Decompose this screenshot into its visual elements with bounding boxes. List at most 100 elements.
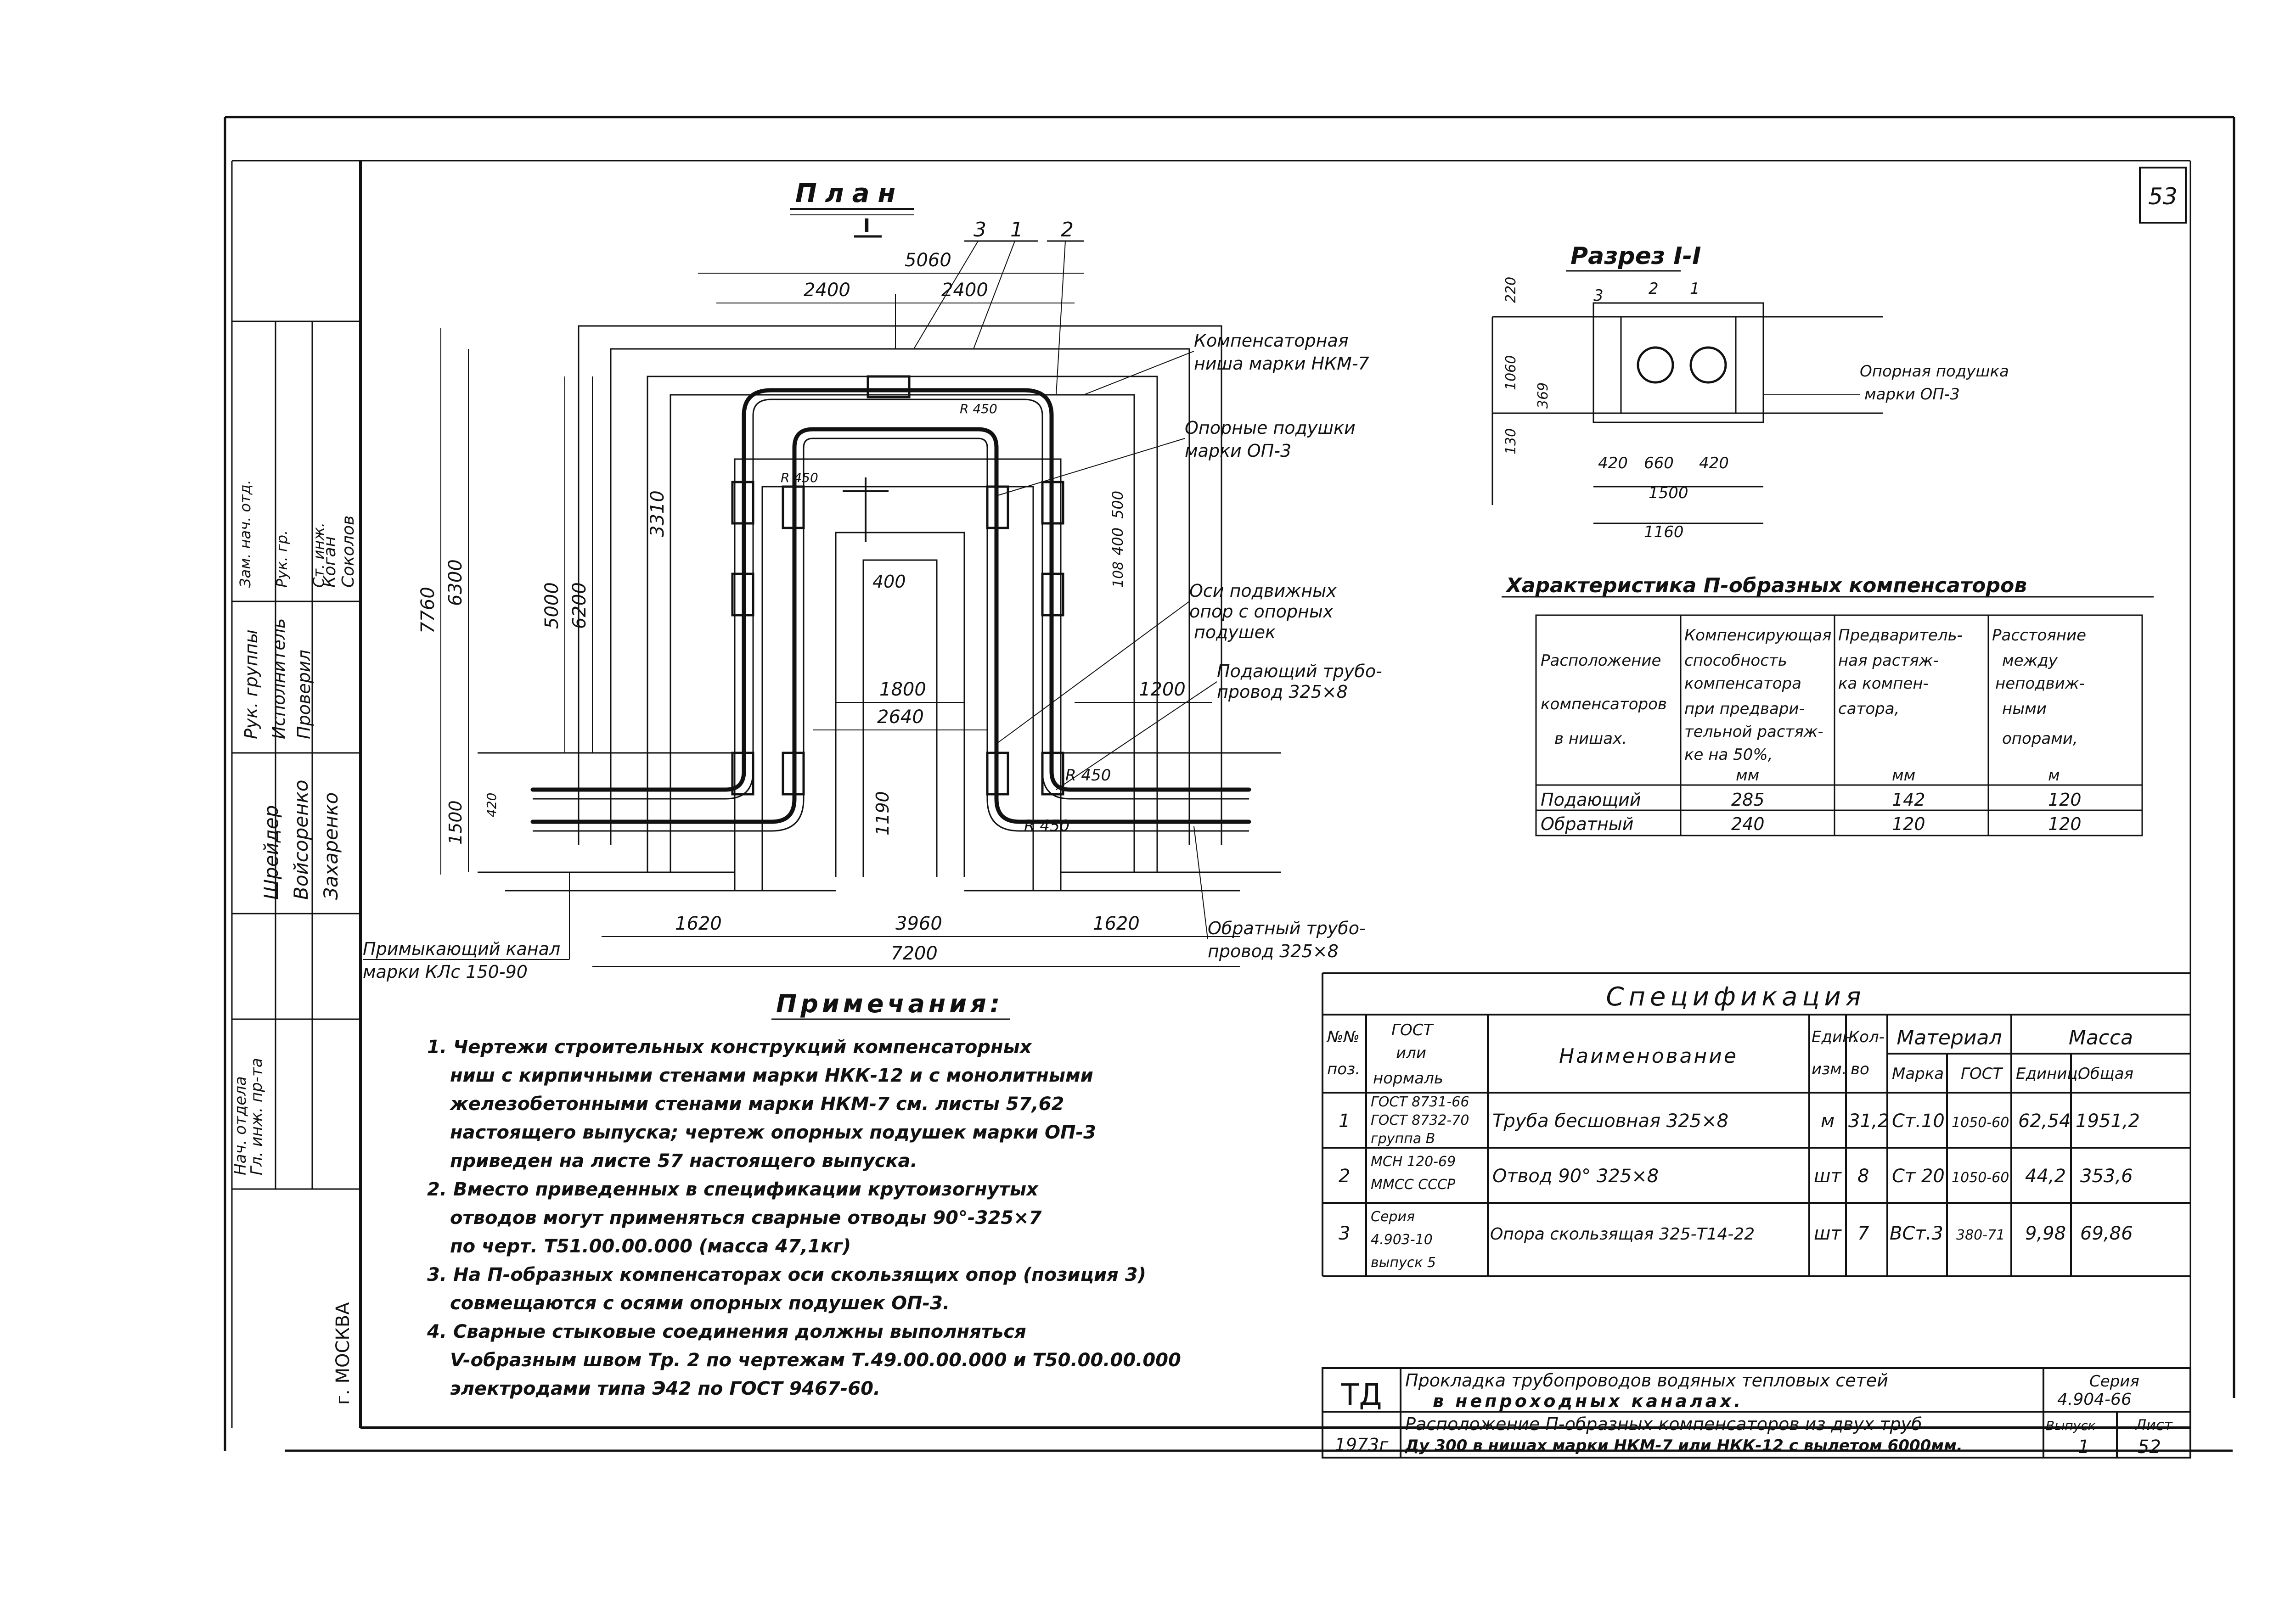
stamp-role-5: Проверил (294, 650, 314, 739)
spec-r3-gost-3: выпуск 5 (1371, 1255, 1436, 1271)
char-h0-l2: в нишах. (1554, 729, 1627, 748)
spec-h-unit-2: изм. (1812, 1060, 1847, 1078)
spec-r2-m2: 353,6 (2080, 1166, 2133, 1187)
note-line: отводов могут применяться сварные отводы… (450, 1207, 1042, 1229)
label-niche-1: Компенсаторная (1194, 331, 1349, 351)
section-title: Разрез I-I (1570, 242, 1701, 270)
dim-2400-left: 2400 (804, 280, 850, 301)
notes-list: 1. Чертежи строительных конструкций комп… (427, 1033, 1437, 1403)
spec-r1-qty: 31,2 (1848, 1111, 1889, 1132)
spec-title: Спецификация (1606, 982, 1865, 1012)
spec-h-gost-1: ГОСТ (1391, 1021, 1434, 1039)
tb-org: ТД (1340, 1378, 1382, 1412)
section-callout-2: 2 (1649, 280, 1659, 298)
spec-h-qty-1: Кол- (1848, 1028, 1885, 1046)
char-h0-l0: Расположение (1541, 651, 1661, 670)
stamp-mark-2: Рук. гр. (273, 530, 291, 588)
label-channel-2: марки КЛс 150-90 (363, 962, 528, 982)
note-line: V-образным швом Тр. 2 по чертежам Т.49.0… (450, 1350, 1181, 1371)
spec-r2-gost-2: ММСС СССР (1371, 1177, 1456, 1193)
section-dim-1060: 1060 (1503, 355, 1519, 390)
dim-7760: 7760 (417, 587, 439, 634)
spec-r3-qty: 7 (1857, 1223, 1869, 1244)
spec-r1-m2: 1951,2 (2076, 1111, 2140, 1132)
dim-500: 500 (1109, 491, 1126, 519)
spec-r1-gost-1: ГОСТ 8731-66 (1371, 1094, 1469, 1110)
spec-r3-grade: ВСт.3 (1890, 1223, 1943, 1244)
spec-h-pos-2: поз. (1327, 1060, 1360, 1078)
dim-1620-left: 1620 (675, 913, 722, 934)
label-axes-2: опор с опорных (1189, 601, 1334, 622)
notes-heading: Примечания: (771, 989, 1010, 1020)
title-block: ТД 1973г Прокладка трубопроводов водяных… (1322, 1367, 2191, 1459)
stamp-mark-3: Ст. инж. (310, 522, 327, 588)
char-h2-l3: сатора, (1838, 700, 1899, 718)
spec-h-mgost: ГОСТ (1961, 1065, 2003, 1083)
char-h1-l4: тельной растяж- (1684, 723, 1823, 741)
spec-r3-m2: 69,86 (2080, 1223, 2133, 1244)
spec-r3-gost-2: 4.903-10 (1371, 1232, 1433, 1248)
label-axes-3: подушек (1194, 622, 1276, 642)
spec-r1-mgost: 1050-60 (1952, 1115, 2009, 1131)
section-dim-420-a: 420 (1598, 454, 1628, 472)
note-line: 4. Сварные стыковые соединения должны вы… (427, 1321, 1026, 1342)
section-dim-130: 130 (1503, 428, 1519, 454)
plan-section-mark: I (863, 215, 870, 236)
plan-callout-3: 3 (974, 218, 986, 241)
spec-r1-pos: 1 (1339, 1111, 1350, 1132)
dim-108: 108 (1110, 561, 1126, 588)
spec-r3-pos: 3 (1339, 1223, 1350, 1244)
char-row1-c3: 120 (2048, 790, 2082, 810)
tb-issue-label: Выпуск (2046, 1418, 2096, 1433)
spec-r1-grade: Ст.10 (1892, 1111, 1945, 1132)
dim-400-left: 400 (872, 572, 906, 592)
label-channel-1: Примыкающий канал (363, 939, 560, 959)
section-pad-label-1: Опорная подушка (1860, 362, 2009, 381)
tb-series: 4.904-66 (2057, 1390, 2132, 1409)
char-h1-l5: ке на 50%, (1684, 746, 1773, 764)
char-h1-l2: компенсатора (1684, 674, 1801, 693)
spec-h-name: Наименование (1559, 1044, 1738, 1068)
section-dim-220: 220 (1503, 277, 1519, 303)
stamp-name-3: Захаренко (320, 792, 342, 900)
note-line: приведен на листе 57 настоящего выпуска. (450, 1150, 917, 1172)
tb-issue: 1 (2078, 1436, 2089, 1458)
note-line: 2. Вместо приведенных в спецификации кру… (427, 1179, 1038, 1200)
spec-h-mass-unit: Единиц. (2016, 1065, 2082, 1083)
spec-r1-m1: 62,54 (2018, 1111, 2071, 1132)
note-line: совмещаются с осями опорных подушек ОП-3… (450, 1293, 950, 1314)
char-h1-l1: способность (1684, 651, 1787, 670)
radius-r450-c: R 450 (960, 401, 997, 416)
char-row1-c1: 285 (1731, 790, 1765, 810)
tb-series-label: Серия (2089, 1372, 2139, 1391)
char-row2-c2: 120 (1892, 814, 1925, 834)
plan-title: План (795, 179, 904, 208)
char-h3-l4: опорами, (2002, 729, 2078, 748)
char-h3-l5: м (2048, 766, 2060, 785)
label-niche-2: ниша марки НКМ-7 (1194, 353, 1369, 374)
char-table-title: Характеристика П-образных компенсаторов (1505, 574, 2027, 597)
plan-callout-2: 2 (1061, 218, 1074, 241)
stamp-name-1: Шрейдер (260, 805, 282, 900)
stamp-name-2: Войсоренко (290, 780, 312, 900)
label-pad-1: Опорные подушки (1185, 418, 1356, 438)
spec-r3-mgost: 380-71 (1956, 1227, 2005, 1243)
spec-r2-mgost: 1050-60 (1952, 1170, 2009, 1186)
spec-r2-gost-1: МСН 120-69 (1371, 1154, 1456, 1170)
char-h0-l1: компенсаторов (1541, 695, 1667, 713)
radius-r450-b: R 450 (1024, 817, 1069, 835)
dim-6300: 6300 (445, 559, 466, 606)
char-h2-l2: ка компен- (1838, 674, 1929, 693)
char-h2-l1: ная растяж- (1838, 651, 1939, 670)
stamp-role-4: Исполнитель (269, 618, 289, 739)
dim-6200: 6200 (569, 582, 590, 629)
specification-table: Спецификация №№ поз. ГОСТ или нормаль Ед… (1322, 972, 2190, 1277)
sheet-frame (224, 116, 2235, 1452)
section-dim-420-b: 420 (1699, 454, 1729, 472)
spec-h-mass: Масса (2069, 1026, 2133, 1049)
char-h3-l2: неподвиж- (1995, 674, 2085, 693)
spec-h-unit-1: Един. (1812, 1028, 1857, 1046)
char-h1-l0: Компенсирующая (1684, 626, 1831, 645)
note-line: настоящего выпуска; чертеж опорных подуш… (450, 1122, 1096, 1143)
